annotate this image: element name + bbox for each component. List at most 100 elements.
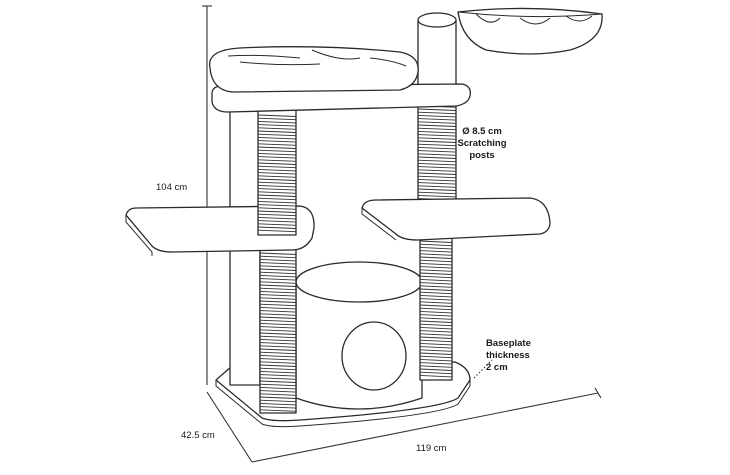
rope-stripe [257,194,297,197]
width-label: 119 cm [416,443,447,454]
rope-stripe [259,326,297,329]
rope-stripe [417,121,457,124]
rope-stripe [259,370,297,374]
rope-stripe [419,374,453,378]
rope-stripe [259,374,297,377]
rope-stripe [257,120,297,124]
rope-stripe [259,313,297,316]
rope-stripe [257,197,297,201]
rope-stripe [259,399,297,403]
rope-stripe [257,204,297,207]
rope-stripe [419,330,453,333]
rope-stripe [259,396,297,399]
rope-stripe [417,185,457,188]
rope-stripe [417,172,457,175]
rope-stripe [257,226,297,229]
rope-stripe [259,335,297,339]
rope-stripe [419,314,453,317]
rope-stripe [257,184,297,188]
rope-stripe [259,348,297,351]
rope-stripe [417,140,457,143]
rope-stripe [417,127,457,131]
rope-stripe [417,130,457,134]
rope-stripe [259,332,297,335]
rope-stripe [417,118,457,121]
rope-stripe [419,256,453,259]
rope-stripe [419,294,453,298]
rope-stripe [257,114,297,117]
rope-stripe [419,269,453,272]
rope-stripe [419,333,453,336]
rope-stripe [257,210,297,213]
rope-stripe [259,383,297,387]
rope-stripe [259,262,297,265]
rope-stripe [259,358,297,361]
rope-stripe [417,137,457,140]
rope-stripe [257,140,297,143]
rope-stripe [257,178,297,181]
height-dimension-line [202,5,212,385]
rope-stripe [419,355,453,359]
rope-stripe [259,297,297,300]
rope-stripe [417,182,457,185]
rope-stripe [417,114,457,118]
rope-stripe [259,300,297,303]
rope-stripe [257,136,297,140]
rope-stripe [419,243,453,247]
rope-stripe [259,377,297,380]
rope-stripe [419,259,453,263]
rope-stripe [419,320,453,323]
rope-stripe [257,149,297,153]
front-lower-post [259,244,297,414]
rope-stripe [259,351,297,355]
rope-stripe [417,178,457,182]
rope-stripe [419,266,453,269]
rope-stripe [259,303,297,307]
rope-stripe [417,156,457,159]
rope-stripe [417,124,457,127]
rope-stripe [419,339,453,343]
depth-label: 42.5 cm [181,430,215,441]
rope-stripe [419,358,453,362]
rope-stripe [259,361,297,364]
rope-stripe [257,143,297,146]
rope-stripe [259,274,297,278]
rope-stripe [257,156,297,159]
rope-stripe [419,352,453,355]
rope-stripe [419,342,453,346]
rope-stripe [419,336,453,339]
rope-stripe [259,409,297,412]
baseplate-label-2: thickness [486,350,530,361]
rope-stripe [257,216,297,220]
rope-stripe [259,278,297,281]
rope-stripe [419,282,453,285]
posts-diameter-label: Ø 8.5 cm [462,126,502,137]
rope-stripe [257,124,297,127]
hammock-bowl [457,7,603,55]
rope-stripe [419,317,453,320]
baseplate-annotation: Baseplate thickness 2 cm [486,338,531,373]
rope-stripe [257,175,297,178]
rope-stripe [257,130,297,133]
rope-stripe [419,368,453,371]
rope-stripe [419,253,453,256]
rope-stripe [419,250,453,253]
rope-stripe [259,345,297,348]
right-upper-post [417,12,457,206]
rope-stripe [259,284,297,287]
rope-stripe [259,265,297,268]
rope-stripe [257,213,297,217]
rope-stripe [259,294,297,297]
rope-stripe [259,316,297,319]
rope-stripe [259,329,297,332]
height-label: 104 cm [156,182,187,193]
rope-stripe [417,188,457,191]
rope-stripe [259,380,297,383]
rope-stripe [259,268,297,271]
rope-stripe [259,258,297,262]
rope-stripe [259,287,297,291]
depth-dimension-line [206,391,253,463]
rope-stripe [259,319,297,323]
